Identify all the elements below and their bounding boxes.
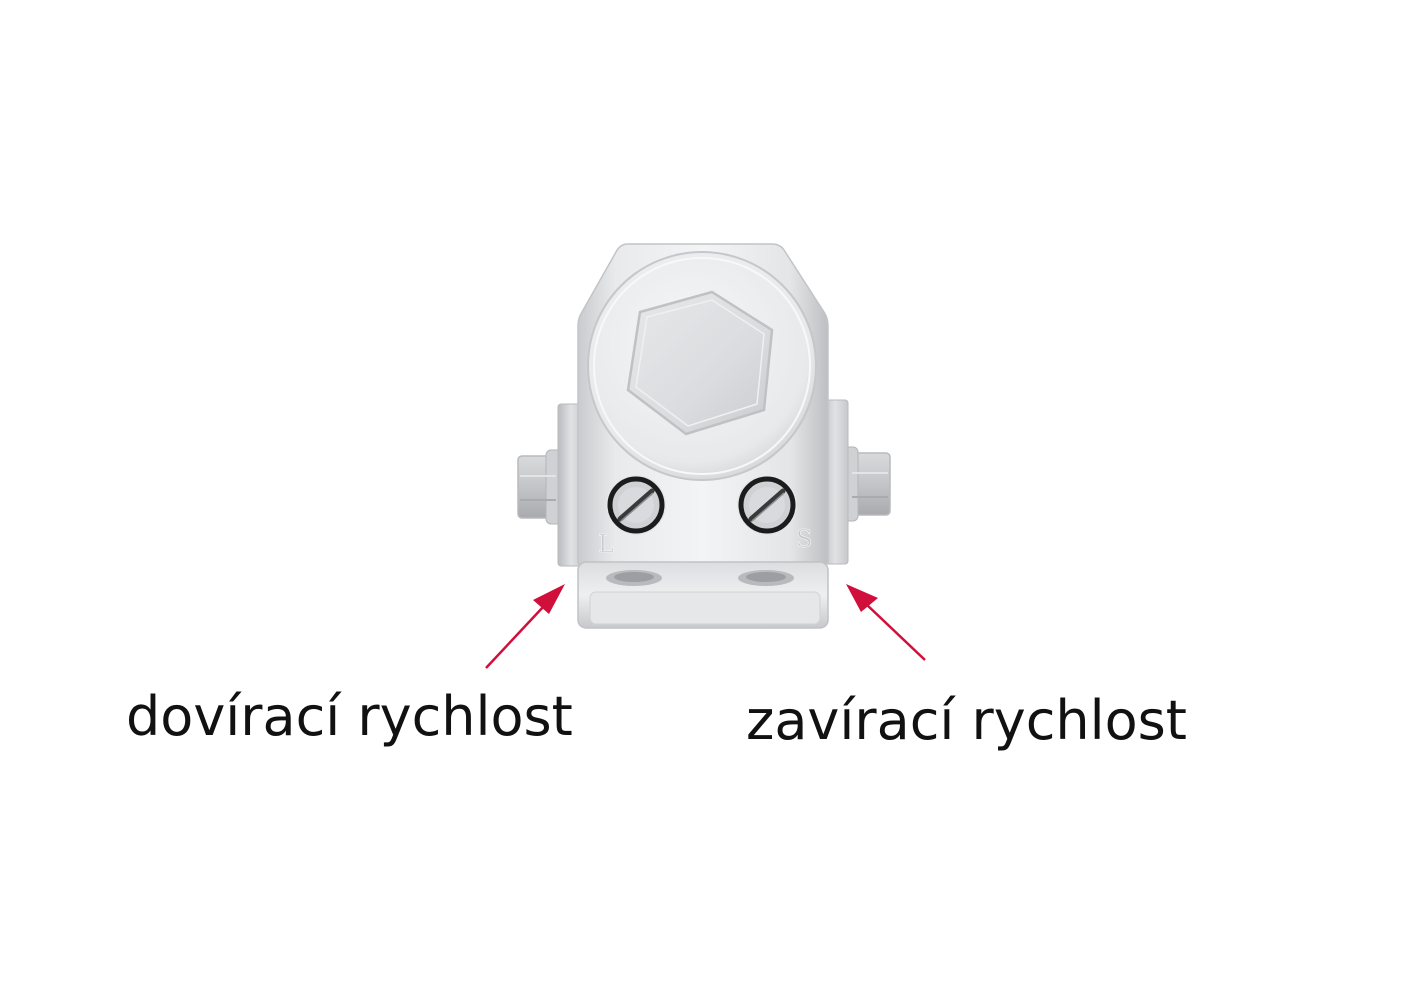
left-adjuster-screw-icon [606,475,666,535]
arrow-icon [485,584,565,669]
letter-s-marking: S [796,525,812,553]
right-nut [841,446,891,522]
hex-socket [626,290,774,436]
arrow-icon [846,584,926,661]
right-adjuster-screw-icon [737,475,797,535]
closing-latch-speed-label: dovírací rychlost [126,685,573,748]
mounting-base [577,561,829,629]
letter-l-marking: L [598,530,614,558]
left-nut [517,449,563,525]
closing-speed-label: zavírací rychlost [746,689,1187,752]
